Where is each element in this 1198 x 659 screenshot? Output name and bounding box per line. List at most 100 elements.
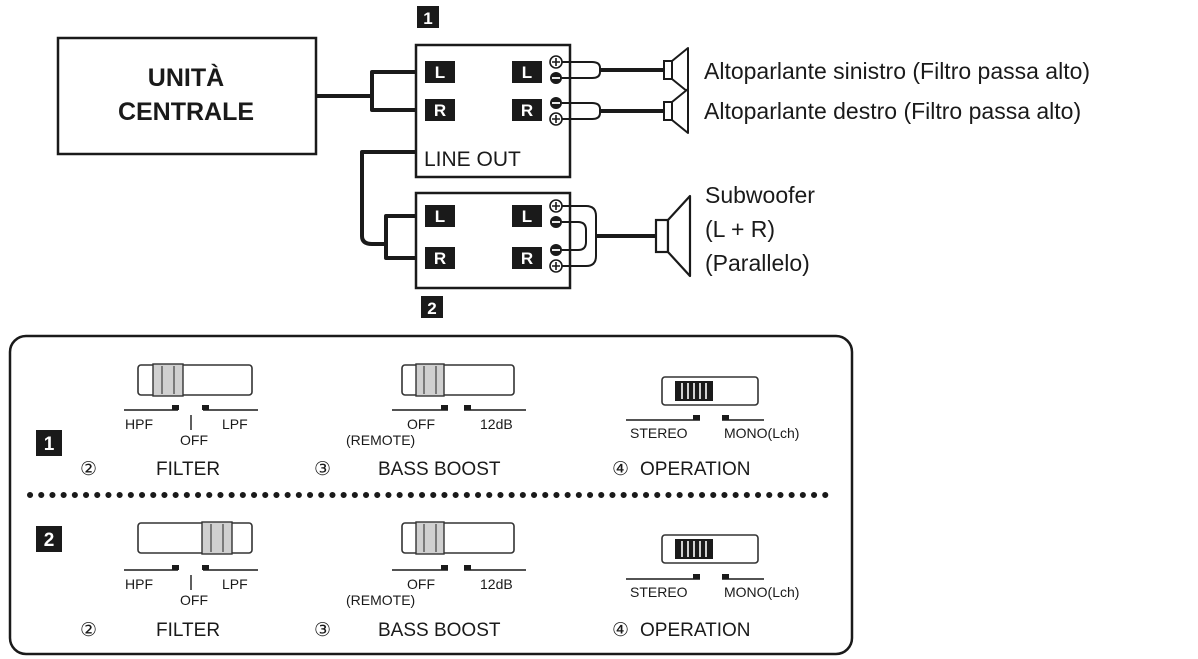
amp2-out-l: L xyxy=(522,207,532,226)
row2-bass-remote: (REMOTE) xyxy=(346,592,415,608)
row2-filter-title: FILTER xyxy=(156,620,220,641)
amp2-out-l-block xyxy=(512,205,542,227)
row2-filter-switch-body xyxy=(137,522,253,554)
row1-bass-switch[interactable] xyxy=(401,363,515,397)
subwoofer-icon xyxy=(654,194,692,278)
wire-head-to-amp1-l xyxy=(316,70,416,98)
subwoofer-label-line3: (Parallelo) xyxy=(705,250,810,276)
row2-operation-scale xyxy=(626,574,764,580)
right-speaker-icon xyxy=(663,88,689,134)
amp2-terminal-r-minus-icon xyxy=(550,244,562,256)
amp2-out-r: R xyxy=(521,249,533,268)
row2-operation-switch[interactable] xyxy=(661,534,759,564)
row1-filter-lpf: LPF xyxy=(222,416,248,432)
row1-operation-number: ④ xyxy=(612,459,629,480)
wire-head-to-amp1-r xyxy=(370,96,416,112)
row2-bass-number: ③ xyxy=(314,620,331,641)
row1-operation-switch[interactable] xyxy=(661,376,759,406)
subwoofer-label-line1: Subwoofer xyxy=(705,182,815,208)
left-speaker-icon xyxy=(663,47,689,93)
amp1-badge-number: 1 xyxy=(423,9,432,28)
row2-operation-mono: MONO(Lch) xyxy=(724,584,799,600)
row1-bass-12db: 12dB xyxy=(480,416,513,432)
row1-bass-number: ③ xyxy=(314,459,331,480)
head-unit-label-line1: UNITÀ xyxy=(148,63,224,92)
row2-bass-title: BASS BOOST xyxy=(378,620,501,641)
row1-operation-scale xyxy=(626,415,764,421)
line-out-wires xyxy=(360,150,416,260)
amp1-line-out-label: LINE OUT xyxy=(424,148,521,171)
amp2-badge xyxy=(421,296,443,318)
amplifier-2: L R L R 2 xyxy=(414,191,572,318)
amp1-out-r-block xyxy=(512,99,542,121)
right-speaker-label: Altoparlante destro (Filtro passa alto) xyxy=(704,98,1081,124)
head-unit-box xyxy=(56,36,318,156)
row1-bass-remote: (REMOTE) xyxy=(346,432,415,448)
row1-filter-title: FILTER xyxy=(156,459,220,480)
row1-filter-hpf: HPF xyxy=(125,416,153,432)
amp1-terminal-l-minus-icon xyxy=(550,72,562,84)
row1-bass-switch-knob[interactable] xyxy=(415,363,445,397)
amp2-in-l: L xyxy=(435,207,445,226)
amp2-out-r-block xyxy=(512,247,542,269)
amp2-sub-wires xyxy=(562,205,658,267)
amp1-badge xyxy=(417,6,439,28)
wire-lineout-to-amp2-r xyxy=(384,244,416,260)
row2-bass-switch-knob[interactable] xyxy=(415,521,445,555)
amp1-terminal-r-minus-icon xyxy=(550,97,562,109)
amp1-out-r: R xyxy=(521,101,533,120)
row2-bass-scale xyxy=(392,565,526,571)
amp1-in-l-block xyxy=(425,61,455,83)
amp2-terminal-l-plus-icon xyxy=(549,199,563,213)
wire-lineout-to-amp2-l xyxy=(360,150,416,246)
row2-bass-switch[interactable] xyxy=(401,521,515,555)
amp1-in-r: R xyxy=(434,101,446,120)
amp2-in-l-block xyxy=(425,205,455,227)
amp1-terminal-l-plus-icon xyxy=(549,55,563,69)
head-unit-wires xyxy=(316,70,416,112)
row1-operation-title: OPERATION xyxy=(640,459,751,480)
row2-filter-hpf: HPF xyxy=(125,576,153,592)
amp1-out-l: L xyxy=(522,63,532,82)
amp1-in-l: L xyxy=(435,63,445,82)
head-unit: UNITÀ CENTRALE xyxy=(56,36,318,156)
row1-bass-off: OFF xyxy=(407,416,435,432)
row1-operation-mono: MONO(Lch) xyxy=(724,425,799,441)
wire-amp2-inner-loop xyxy=(562,221,587,251)
row1-filter-off: OFF xyxy=(180,432,208,448)
row2-filter-lpf: LPF xyxy=(222,576,248,592)
row2-badge xyxy=(36,526,62,552)
row1-filter-switch[interactable] xyxy=(137,363,253,397)
row1-filter-switch-knob[interactable] xyxy=(152,363,184,397)
amp1-out-l-block xyxy=(512,61,542,83)
amp1-speaker-wires xyxy=(562,61,666,120)
row2-operation-stereo: STEREO xyxy=(630,584,688,600)
settings-row-2: 2 HPF OFF LPF ② FILTER xyxy=(36,521,799,641)
row2-bass-12db: 12dB xyxy=(480,576,513,592)
row1-filter-scale xyxy=(124,405,258,430)
amp2-in-r: R xyxy=(434,249,446,268)
amp1-in-r-block xyxy=(425,99,455,121)
row1-badge xyxy=(36,430,62,456)
row2-filter-switch-knob[interactable] xyxy=(201,521,233,555)
amp2-terminal-r-plus-icon xyxy=(549,259,563,273)
row2-filter-switch[interactable] xyxy=(137,521,253,555)
amplifier-1: 1 L R L R LINE OUT xyxy=(414,6,572,179)
subwoofer-label-line2: (L + R) xyxy=(705,216,775,242)
left-speaker-label: Altoparlante sinistro (Filtro passa alto… xyxy=(704,58,1090,84)
row1-filter-number: ② xyxy=(80,459,97,480)
amp2-terminal-l-minus-icon xyxy=(550,216,562,228)
row2-operation-number: ④ xyxy=(612,620,629,641)
row1-bass-title: BASS BOOST xyxy=(378,459,501,480)
row2-filter-number: ② xyxy=(80,620,97,641)
amp2-in-r-block xyxy=(425,247,455,269)
row1-bass-scale xyxy=(392,405,526,411)
row2-badge-number: 2 xyxy=(44,530,55,551)
amp2-badge-number: 2 xyxy=(427,299,436,318)
head-unit-label-line2: CENTRALE xyxy=(118,98,254,126)
row2-filter-off: OFF xyxy=(180,592,208,608)
row1-badge-number: 1 xyxy=(44,434,55,455)
row1-operation-stereo: STEREO xyxy=(630,425,688,441)
